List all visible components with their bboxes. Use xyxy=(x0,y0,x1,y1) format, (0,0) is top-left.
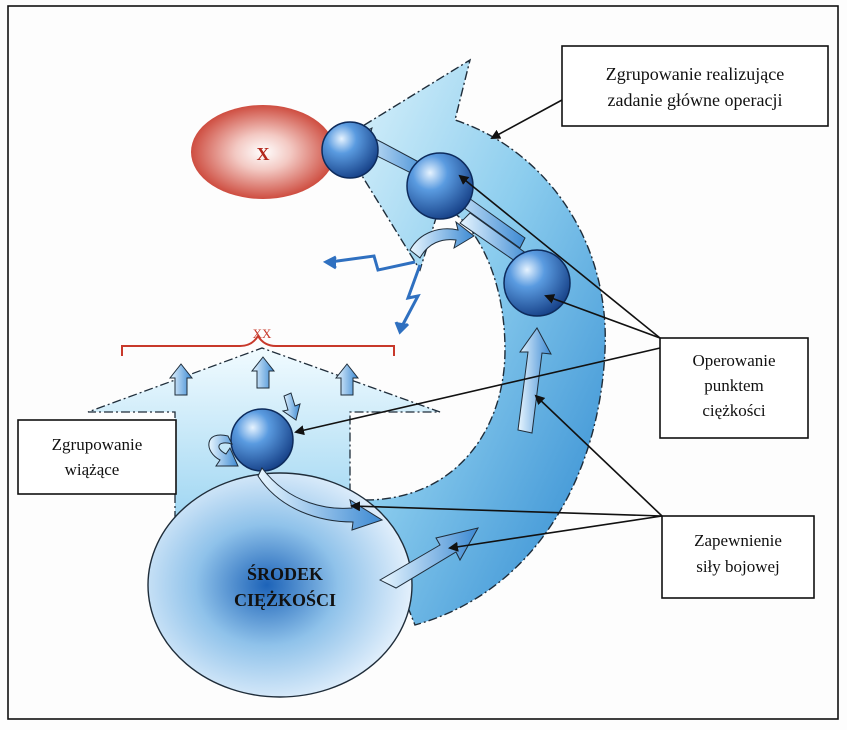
enemy-target-mark: X xyxy=(257,144,270,164)
label-operating-center: Operowanie punktem ciężkości xyxy=(660,338,808,438)
operating-label-3: ciężkości xyxy=(702,401,766,420)
front-mark: XX xyxy=(253,326,272,341)
operating-label-2: punktem xyxy=(704,376,764,395)
main-task-label-1: Zgrupowanie realizujące xyxy=(606,64,784,84)
combat-label-2: siły bojowej xyxy=(696,557,780,576)
center-of-gravity-label-2: CIĘŻKOŚCI xyxy=(234,589,336,610)
label-combat-power: Zapewnienie siły bojowej xyxy=(662,516,814,598)
binding-label-2: wiążące xyxy=(65,460,120,479)
lightning-down xyxy=(400,265,420,330)
binding-label-1: Zgrupowanie xyxy=(52,435,143,454)
center-of-gravity-label-1: ŚRODEK xyxy=(247,563,323,584)
sphere-lower xyxy=(504,250,570,316)
main-task-label-2: zadanie główne operacji xyxy=(608,90,783,110)
sphere-top xyxy=(322,122,378,178)
sphere-middle xyxy=(407,153,473,219)
operating-label-1: Operowanie xyxy=(692,351,775,370)
pointer-main-task xyxy=(492,100,562,138)
lightning-arrows xyxy=(326,256,420,332)
sphere-binding xyxy=(231,409,293,471)
combat-label-1: Zapewnienie xyxy=(694,531,782,550)
label-main-task-group: Zgrupowanie realizujące zadanie główne o… xyxy=(562,46,828,126)
lightning-left xyxy=(330,256,415,270)
label-binding-group: Zgrupowanie wiążące xyxy=(18,420,176,494)
